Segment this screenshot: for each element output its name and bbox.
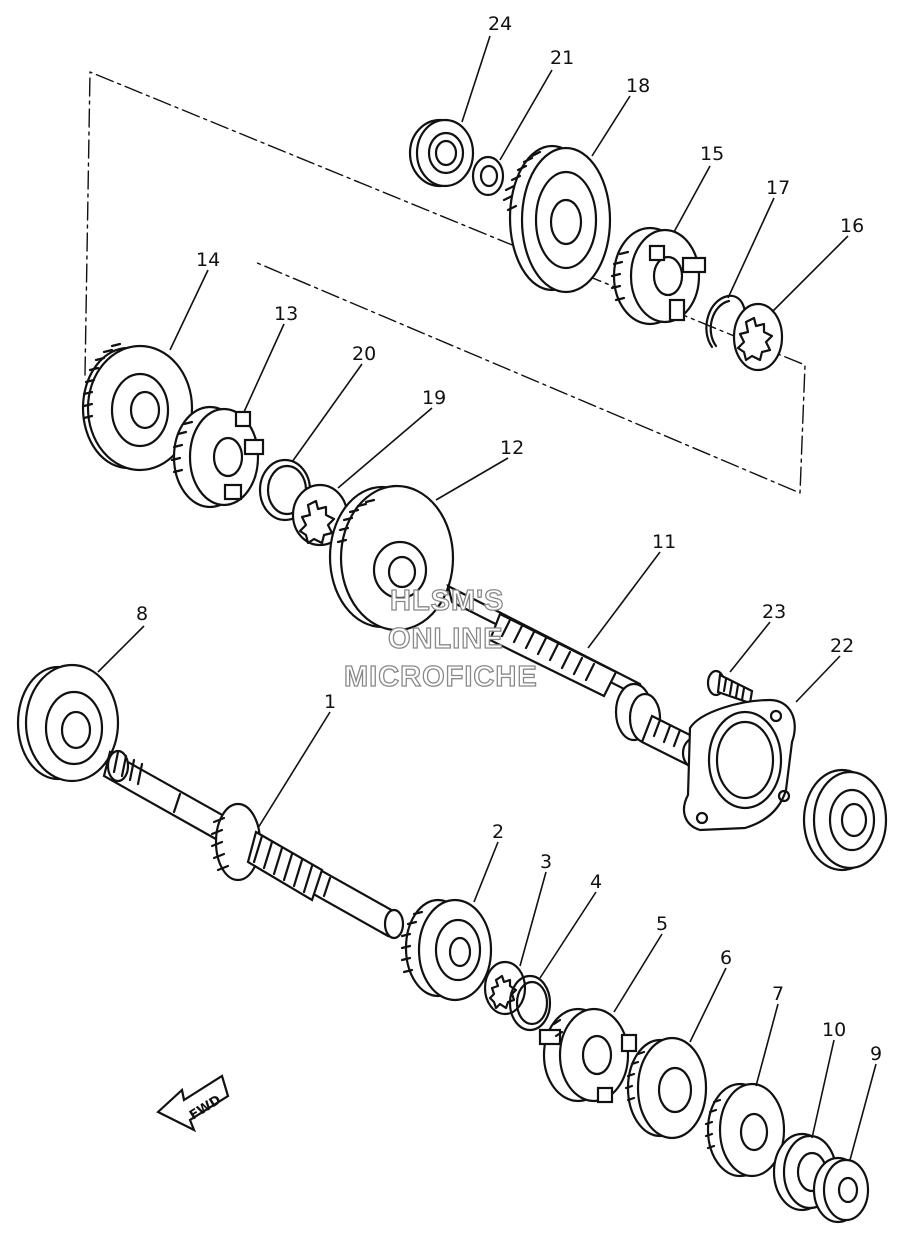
part-1-main-axle: [102, 749, 405, 940]
part-9-collar: [812, 1156, 870, 1224]
part-22-retainer-plate: [682, 698, 796, 832]
part-6-gear: [624, 1036, 708, 1140]
callout-16: 16: [840, 215, 864, 237]
assembly-boundary: [84, 71, 806, 494]
watermark-line-3: MICROFICHE: [344, 661, 538, 693]
part-4-circlip: [508, 974, 552, 1032]
callout-7: 7: [772, 983, 784, 1005]
callout-24: 24: [488, 13, 512, 35]
callout-23: 23: [762, 601, 786, 623]
callout-15: 15: [700, 143, 724, 165]
part-24-bearing: [408, 118, 475, 188]
leader-lines: [97, 35, 877, 1161]
callout-3: 3: [540, 851, 552, 873]
callout-10: 10: [822, 1019, 846, 1041]
callout-6: 6: [720, 947, 732, 969]
callout-numbers: 24 21 18 15 17 16 14 13 20 19 12 11 23 2…: [136, 13, 882, 1065]
callout-14: 14: [196, 249, 220, 271]
part-18-gear: [502, 144, 612, 294]
callout-20: 20: [352, 343, 376, 365]
callout-11: 11: [652, 531, 676, 553]
part-14-gear: [81, 342, 194, 472]
part-13-gear: [170, 405, 265, 509]
callout-2: 2: [492, 821, 504, 843]
callout-5: 5: [656, 913, 668, 935]
watermark-line-2: ONLINE: [388, 623, 504, 655]
part-15-gear: [610, 226, 707, 326]
callout-18: 18: [626, 75, 650, 97]
part-3-washer: [483, 960, 527, 1016]
watermark: HLSM'S ONLINE MICROFICHE: [343, 584, 538, 693]
callout-19: 19: [422, 387, 446, 409]
part-16-washer: [732, 302, 784, 372]
callout-22: 22: [830, 635, 854, 657]
callout-4: 4: [590, 871, 602, 893]
part-12-gear: [328, 484, 455, 632]
callout-9: 9: [870, 1043, 882, 1065]
countershaft-bearing: [802, 768, 888, 872]
callout-13: 13: [274, 303, 298, 325]
callout-12: 12: [500, 437, 524, 459]
part-2-gear: [400, 898, 493, 1002]
part-5-gear: [538, 1007, 638, 1104]
part-7-gear: [704, 1082, 786, 1178]
callout-1: 1: [324, 691, 336, 713]
callout-21: 21: [550, 47, 574, 69]
callout-8: 8: [136, 603, 148, 625]
part-23-screw: [706, 669, 754, 705]
callout-17: 17: [766, 177, 790, 199]
part-8-bearing: [16, 663, 120, 783]
watermark-line-1: HLSM'S: [390, 585, 504, 617]
fwd-arrow-icon: FWD: [156, 1074, 230, 1133]
part-21-washer: [471, 155, 505, 197]
